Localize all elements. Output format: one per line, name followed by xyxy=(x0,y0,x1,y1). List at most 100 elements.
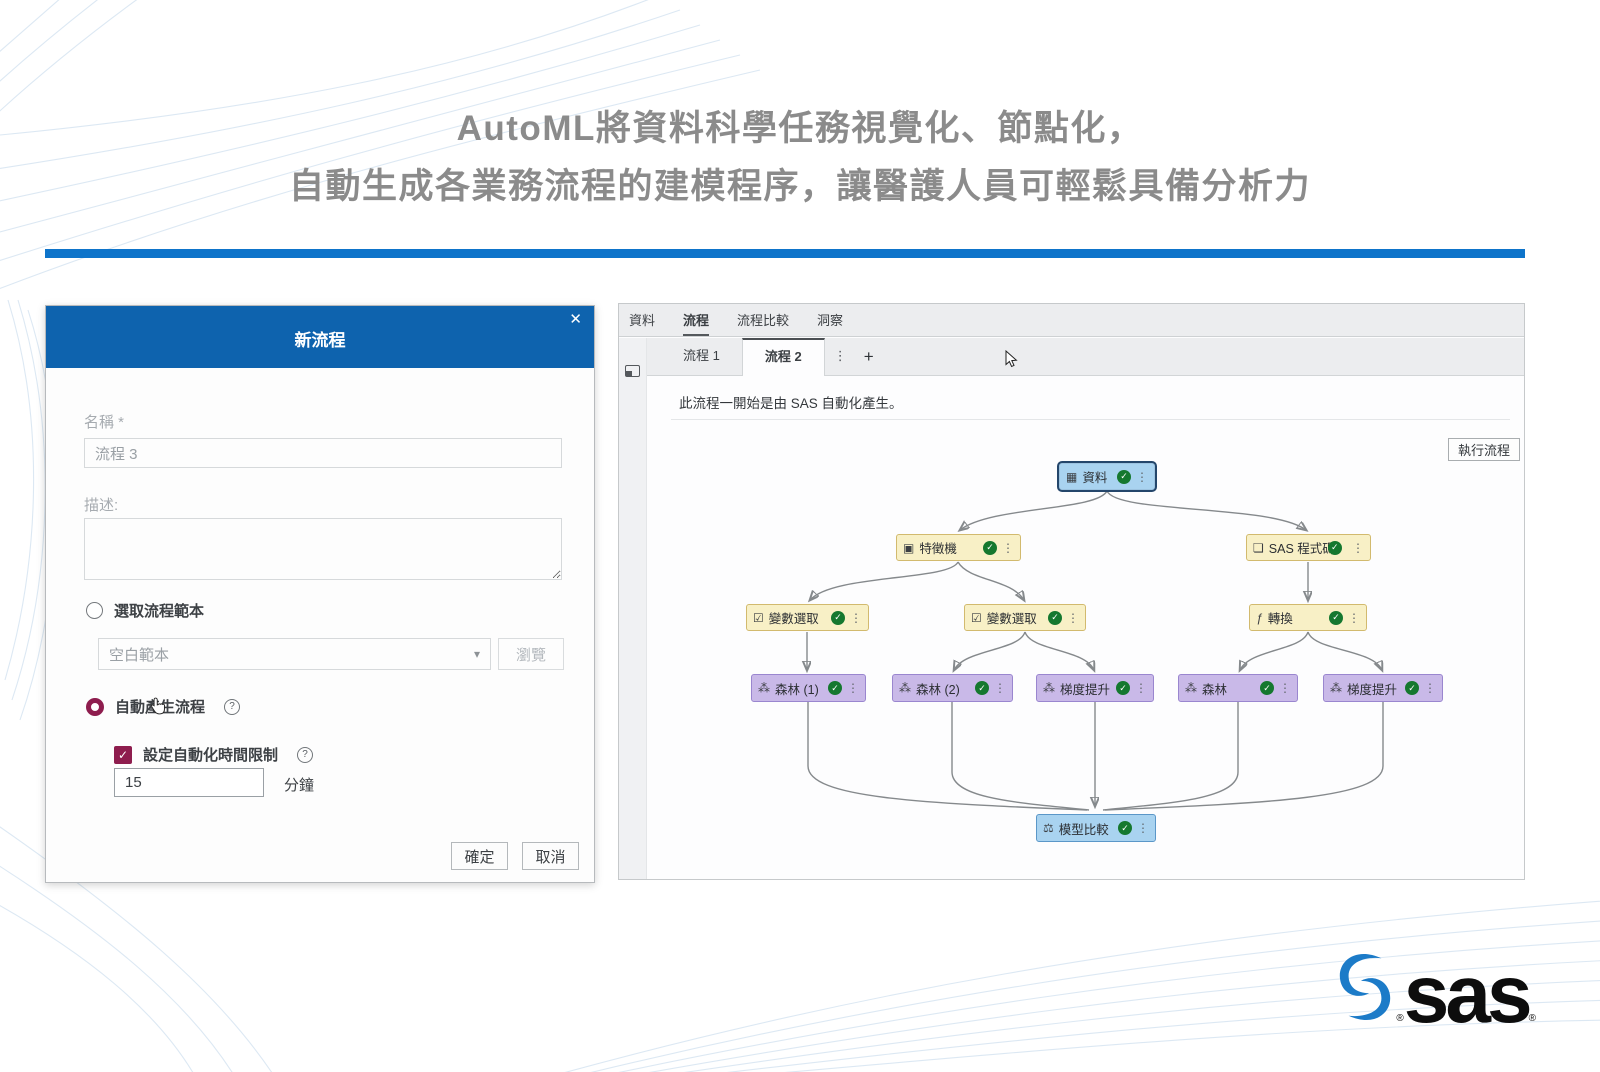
flow-panel: 資料 流程 流程比較 洞察 流程 1 流程 2 ⋮ + 此流程一開始是由 SAS… xyxy=(618,303,1525,880)
transform-icon: ƒ xyxy=(1256,610,1263,625)
auto-radio[interactable] xyxy=(86,697,104,716)
registered-icon: ® xyxy=(1528,1013,1536,1024)
data-table-icon: ▦ xyxy=(1066,469,1078,484)
tab-insight[interactable]: 洞察 xyxy=(817,313,844,328)
page-title-line1: AutoML將資料科學任務視覺化、節點化， xyxy=(456,109,1144,148)
page-title: AutoML將資料科學任務視覺化、節點化， 自動生成各業務流程的建模程序，讓醫護… xyxy=(0,100,1600,216)
kebab-icon[interactable]: ⋮ xyxy=(1002,540,1014,555)
flow-node-forest-1[interactable]: ⁂ 森林 (1) ✓ ⋮ xyxy=(751,674,866,702)
kebab-icon[interactable]: ⋮ xyxy=(1137,821,1149,835)
cancel-button[interactable]: 取消 xyxy=(522,842,579,870)
tab-flow-compare[interactable]: 流程比較 xyxy=(737,313,790,328)
variable-select-icon: ☑ xyxy=(971,610,982,625)
info-message: 此流程一開始是由 SAS 自動化產生。 xyxy=(679,396,903,411)
tab-data[interactable]: 資料 xyxy=(629,313,656,328)
flow-subtabs: 流程 1 流程 2 ⋮ + xyxy=(647,338,1524,376)
check-icon: ✓ xyxy=(1117,469,1131,484)
kebab-icon[interactable]: ⋮ xyxy=(1136,469,1148,484)
minutes-input[interactable] xyxy=(114,768,264,797)
check-icon: ✓ xyxy=(1329,610,1343,625)
panel-toggle-icon[interactable] xyxy=(625,365,640,377)
time-limit-row[interactable]: ✓ 設定自動化時間限制 ? xyxy=(114,744,314,765)
help-icon[interactable]: ? xyxy=(297,746,314,763)
flow-node-variable-select-1[interactable]: ☑ 變數選取 ✓ ⋮ xyxy=(746,604,869,631)
subtab-flow-1[interactable]: 流程 1 xyxy=(683,348,720,363)
minutes-label: 分鐘 xyxy=(284,777,315,794)
check-icon: ✓ xyxy=(983,540,997,555)
subtab-flow-2[interactable]: 流程 2 xyxy=(741,338,825,376)
check-icon: ✓ xyxy=(828,681,842,695)
check-icon: ✓ xyxy=(1116,681,1130,695)
template-select[interactable]: 空白範本 ▾ xyxy=(98,638,491,670)
tab-flow[interactable]: 流程 xyxy=(683,304,710,336)
close-icon[interactable]: ✕ xyxy=(569,311,582,328)
kebab-icon[interactable]: ⋮ xyxy=(1067,610,1079,625)
kebab-icon[interactable]: ⋮ xyxy=(1424,681,1436,695)
model-compare-icon: ⚖ xyxy=(1043,821,1054,835)
flow-node-variable-select-2[interactable]: ☑ 變數選取 ✓ ⋮ xyxy=(964,604,1086,631)
ok-button[interactable]: 確定 xyxy=(451,842,508,870)
template-radio[interactable] xyxy=(86,602,103,619)
sas-swirl-icon xyxy=(1340,953,1391,1021)
check-icon: ✓ xyxy=(1260,681,1274,695)
flow-node-feature-machine[interactable]: ▣ 特徵機 ✓ ⋮ xyxy=(896,534,1021,561)
flow-node-model-compare[interactable]: ⚖ 模型比較 ✓ ⋮ xyxy=(1036,814,1156,842)
forest-icon: ⁂ xyxy=(899,681,911,695)
time-limit-checkbox[interactable]: ✓ xyxy=(114,745,132,764)
main-tabbar: 資料 流程 流程比較 洞察 xyxy=(619,304,1524,337)
template-radio-row[interactable]: 選取流程範本 xyxy=(86,600,204,621)
forest-icon: ⁂ xyxy=(758,681,770,695)
flow-node-sas-code[interactable]: ❏ SAS 程式碼 ✓ ⋮ xyxy=(1246,534,1371,561)
check-icon: ✓ xyxy=(1118,821,1132,835)
name-label: 名稱 * xyxy=(84,414,125,431)
sas-logo: ® sas ® xyxy=(1334,948,1536,1040)
add-flow-icon[interactable]: + xyxy=(863,347,874,366)
dialog-title: 新流程 xyxy=(294,331,346,350)
new-flow-dialog: 新流程 ✕ 名稱 * 描述: 選取流程範本 空白範本 ▾ 瀏覽 自動產生流程 ?… xyxy=(45,305,595,883)
variable-select-icon: ☑ xyxy=(753,610,764,625)
description-label: 描述: xyxy=(84,497,119,514)
flow-node-gradient-boost-2[interactable]: ⁂ 梯度提升 ✓ ⋮ xyxy=(1323,674,1443,702)
dialog-header: 新流程 ✕ xyxy=(46,306,594,368)
separator xyxy=(671,419,1510,420)
browse-button[interactable]: 瀏覽 xyxy=(498,638,564,670)
name-input[interactable] xyxy=(84,438,562,468)
page-title-line2: 自動生成各業務流程的建模程序，讓醫護人員可輕鬆具備分析力 xyxy=(288,167,1311,206)
kebab-icon[interactable]: ⋮ xyxy=(1348,610,1360,625)
flow-node-gradient-boost-1[interactable]: ⁂ 梯度提升 ✓ ⋮ xyxy=(1036,674,1154,702)
flow-node-data[interactable]: ▦ 資料 ✓ ⋮ xyxy=(1059,463,1155,490)
flow-node-forest-2[interactable]: ⁂ 森林 (2) ✓ ⋮ xyxy=(892,674,1013,702)
forest-icon: ⁂ xyxy=(1185,681,1197,695)
run-flow-button[interactable]: 執行流程 xyxy=(1448,438,1520,461)
chevron-down-icon: ▾ xyxy=(473,647,480,661)
template-radio-label: 選取流程範本 xyxy=(114,603,205,620)
kebab-icon[interactable]: ⋮ xyxy=(1279,681,1291,695)
gradient-boost-icon: ⁂ xyxy=(1330,681,1342,695)
kebab-icon[interactable]: ⋮ xyxy=(1352,540,1364,555)
description-textarea[interactable] xyxy=(84,518,562,580)
check-icon: ✓ xyxy=(975,681,989,695)
check-icon: ✓ xyxy=(1048,610,1062,625)
flow-node-transform[interactable]: ƒ 轉換 ✓ ⋮ xyxy=(1249,604,1367,631)
kebab-icon[interactable]: ⋮ xyxy=(850,610,862,625)
kebab-icon[interactable]: ⋮ xyxy=(994,681,1006,695)
code-file-icon: ❏ xyxy=(1253,540,1264,555)
title-accent-bar xyxy=(45,249,1525,258)
help-icon[interactable]: ? xyxy=(224,698,241,715)
left-gutter xyxy=(619,338,647,879)
time-limit-label: 設定自動化時間限制 xyxy=(143,747,279,764)
gradient-boost-icon: ⁂ xyxy=(1043,681,1055,695)
sas-logo-text: sas xyxy=(1403,949,1533,1040)
kebab-icon[interactable]: ⋮ xyxy=(847,681,859,695)
check-icon: ✓ xyxy=(1327,540,1342,555)
check-icon: ✓ xyxy=(1405,681,1419,695)
template-select-value: 空白範本 xyxy=(109,646,170,664)
registered-icon: ® xyxy=(1396,1013,1404,1024)
feature-machine-icon: ▣ xyxy=(903,540,915,555)
flow-node-forest-3[interactable]: ⁂ 森林 ✓ ⋮ xyxy=(1178,674,1298,702)
auto-radio-row[interactable]: 自動產生流程 ? xyxy=(86,696,241,717)
kebab-icon[interactable]: ⋮ xyxy=(833,348,847,363)
auto-radio-label: 自動產生流程 xyxy=(115,699,206,716)
check-icon: ✓ xyxy=(831,610,845,625)
kebab-icon[interactable]: ⋮ xyxy=(1135,681,1147,695)
